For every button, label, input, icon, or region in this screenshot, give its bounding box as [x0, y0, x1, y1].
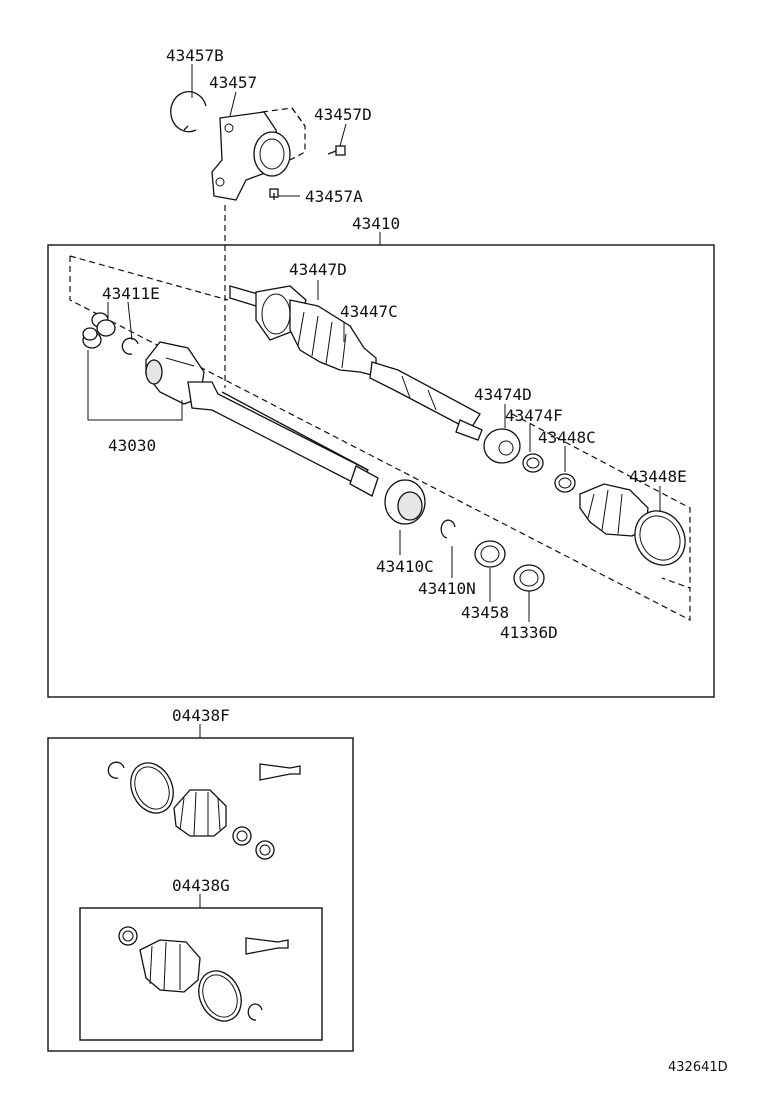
tripod-joint-43030 [82, 312, 116, 349]
label-43410: 43410 [352, 214, 400, 233]
assembly-dashed-outline [69, 255, 691, 621]
bearing-bracket-43457 [211, 107, 306, 201]
label-43457D: 43457D [314, 105, 372, 124]
label-43448E: 43448E [629, 467, 687, 486]
boot-43448E [579, 483, 686, 566]
leader-lines [87, 64, 661, 908]
label-43457: 43457 [209, 73, 257, 92]
assembly-43410-frame [47, 244, 715, 698]
outer-shaft [369, 361, 483, 441]
clamp-43474F [522, 453, 544, 473]
label-43411E: 43411E [102, 284, 160, 303]
diagram-reference-number: 432641D [668, 1060, 728, 1075]
seal-43458 [474, 540, 506, 568]
kit-04438G-frame [79, 907, 323, 1041]
label-43410C: 43410C [376, 557, 434, 576]
damper-43474D [483, 428, 521, 464]
drive-shaft-main [187, 381, 379, 497]
label-41336D: 41336D [500, 623, 558, 642]
snap-ring-43411E [121, 337, 139, 355]
snap-ring-43410N [440, 519, 456, 539]
label-43457A: 43457A [305, 187, 363, 206]
clamp-43448C [554, 473, 576, 493]
label-43447C: 43447C [340, 302, 398, 321]
boot-43447C [289, 299, 377, 377]
bolt-43457D [327, 145, 346, 156]
snap-ring-43457B [170, 91, 207, 133]
label-43030: 43030 [108, 436, 156, 455]
label-04438G: 04438G [172, 876, 230, 895]
label-43447D: 43447D [289, 260, 347, 279]
kit-04438G-parts [118, 926, 289, 1022]
kit-04438F-parts [107, 761, 301, 860]
label-43474F: 43474F [505, 406, 563, 425]
label-43448C: 43448C [538, 428, 596, 447]
seal-41336D [513, 564, 545, 592]
nut-43457A [269, 188, 279, 200]
label-04438F: 04438F [172, 706, 230, 725]
label-43474D: 43474D [474, 385, 532, 404]
bearing-43410C [384, 479, 426, 525]
label-43458: 43458 [461, 603, 509, 622]
label-43457B: 43457B [166, 46, 224, 65]
label-43410N: 43410N [418, 579, 476, 598]
